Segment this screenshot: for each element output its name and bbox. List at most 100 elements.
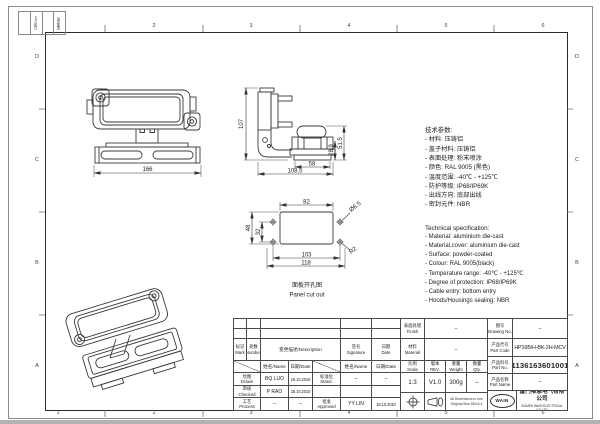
sheet-outer-border xyxy=(8,6,593,419)
zone-number-bottom: 6 xyxy=(541,410,545,416)
company-name: 厦门唯恩电气有限公司 XIAMEN WAIN ELECTRICAL CO.LTD xyxy=(517,391,568,411)
zone-letter-right: C xyxy=(575,157,579,163)
zone-number-top: 2 xyxy=(152,23,156,29)
spec-cn-item: - 温度范围: -40℃ - +125℃ xyxy=(425,173,498,181)
spec-cn-item: - 密封元件: NBR xyxy=(425,201,471,209)
revision-strip-date-label: 日期/Date xyxy=(31,12,43,34)
process-date: – xyxy=(289,398,313,411)
spec-cn-item: - 材料: 压铸铝 xyxy=(425,136,464,144)
spec-cn-item: - 颜色: RAL 9005 (黑色) xyxy=(425,164,491,172)
rev-empty-cell xyxy=(261,319,341,329)
zone-number-bottom: 3 xyxy=(249,410,253,416)
rev-empty-cell xyxy=(261,329,341,339)
subcol-date: 日期/Date xyxy=(289,361,313,373)
zone-number-top: 5 xyxy=(444,23,448,29)
spec-cn-title: 技术参数: xyxy=(425,127,453,134)
approved-name: YY LIN xyxy=(341,398,372,411)
subcol-name: 姓名/Name xyxy=(341,361,372,373)
dim-118: 118 xyxy=(301,261,311,267)
zone-letter-left: B xyxy=(35,260,39,266)
zone-letter-left: D xyxy=(35,54,39,60)
scale-value: 1:3 xyxy=(401,373,425,393)
rev-empty-cell xyxy=(341,329,372,339)
zone-ticks xyxy=(39,25,573,417)
subcol-name: 姓名/Name xyxy=(261,361,289,373)
top-view xyxy=(86,88,201,164)
empty-cell xyxy=(313,386,341,398)
projection-target-icon xyxy=(401,393,425,411)
material-value: – xyxy=(425,339,488,361)
diagonal-cell xyxy=(313,361,341,373)
rev-empty-cell xyxy=(372,329,401,339)
dim-58: 58 xyxy=(309,162,316,168)
isometric-view xyxy=(65,288,185,390)
zone-letter-right: A xyxy=(575,363,579,369)
zone-number-top: 6 xyxy=(541,23,545,29)
dim-108-5: 108.5 xyxy=(287,169,303,175)
panel-cutout-view xyxy=(269,211,344,246)
spec-en-title: Technical specification: xyxy=(425,225,490,232)
zone-letter-right: D xyxy=(575,54,579,60)
subcol-date: 日期/Date xyxy=(372,361,401,373)
dimension-note: All Dimensions in mm Original Size DIN A… xyxy=(446,393,488,411)
empty-cell xyxy=(372,386,401,398)
dim-32: 32 xyxy=(256,228,262,235)
part-name-value: – xyxy=(513,374,568,391)
checked-date: 18.10.2010 xyxy=(289,386,313,398)
spec-block-cn: 技术参数: - 材料: 压铸铝 - 盖子材料: 压铸铝 - 表面处理: 粉末喷涂… xyxy=(425,126,498,210)
rev-empty-cell xyxy=(234,319,247,329)
side-view xyxy=(257,87,336,161)
side-view-dims xyxy=(244,87,347,176)
dim-hole-dia: Ø6.5 xyxy=(349,200,363,213)
drawn-date: 18.10.2010 xyxy=(289,373,313,386)
zone-number-bottom: 2 xyxy=(152,410,156,416)
dim-103: 103 xyxy=(301,253,312,259)
rev-empty-cell xyxy=(341,319,372,329)
spec-cn-item: - 防护等级: IP68/IP69K xyxy=(425,182,489,190)
spec-en-item: - Temperature range: -40℃ - +125℃ xyxy=(425,270,524,277)
spec-cn-item: - 出线方向: 底部出线 xyxy=(425,192,482,200)
zone-number-bottom: 5 xyxy=(444,410,448,416)
dim-48: 48 xyxy=(246,224,252,231)
dim-166: 166 xyxy=(142,167,153,173)
spec-cn-item: - 盖子材料: 压铸铝 xyxy=(425,145,476,153)
spec-en-item: - Hoods/Housings sealing: NBR xyxy=(425,297,510,304)
spec-en-item: - Material: aluminium die-cast xyxy=(425,234,504,241)
dim-82: 82 xyxy=(303,200,310,206)
revision-strip-cell xyxy=(19,12,31,34)
zone-number-bottom: 1 xyxy=(56,410,60,416)
finish-value: – xyxy=(425,319,488,339)
stand-date: – xyxy=(372,373,401,386)
spec-en-item: - Degree of protection: IP68/IP69K xyxy=(425,279,517,286)
qty-value: – xyxy=(467,373,488,393)
rev-empty-cell xyxy=(247,329,261,339)
rev-col-description: 变更描述/Description xyxy=(261,339,341,361)
stand-name: – xyxy=(341,373,372,386)
drawn-name: BQ LUO xyxy=(261,373,289,386)
rev-empty-cell xyxy=(247,319,261,329)
part-no-value: 1136163601001 xyxy=(513,357,568,374)
scan-edge xyxy=(0,420,600,424)
revision-strip: 日期/Date 更改说明 xyxy=(18,11,66,35)
approved-date: 18.10.2010 xyxy=(372,398,401,411)
part-code-value: HP16B/H-BK-2H-MCV xyxy=(513,339,568,357)
rev-empty-cell xyxy=(372,319,401,329)
spec-cn-item: - 表面处理: 粉末喷涂 xyxy=(425,155,482,162)
rev-empty-cell xyxy=(234,329,247,339)
zone-letter-left: A xyxy=(35,363,39,369)
